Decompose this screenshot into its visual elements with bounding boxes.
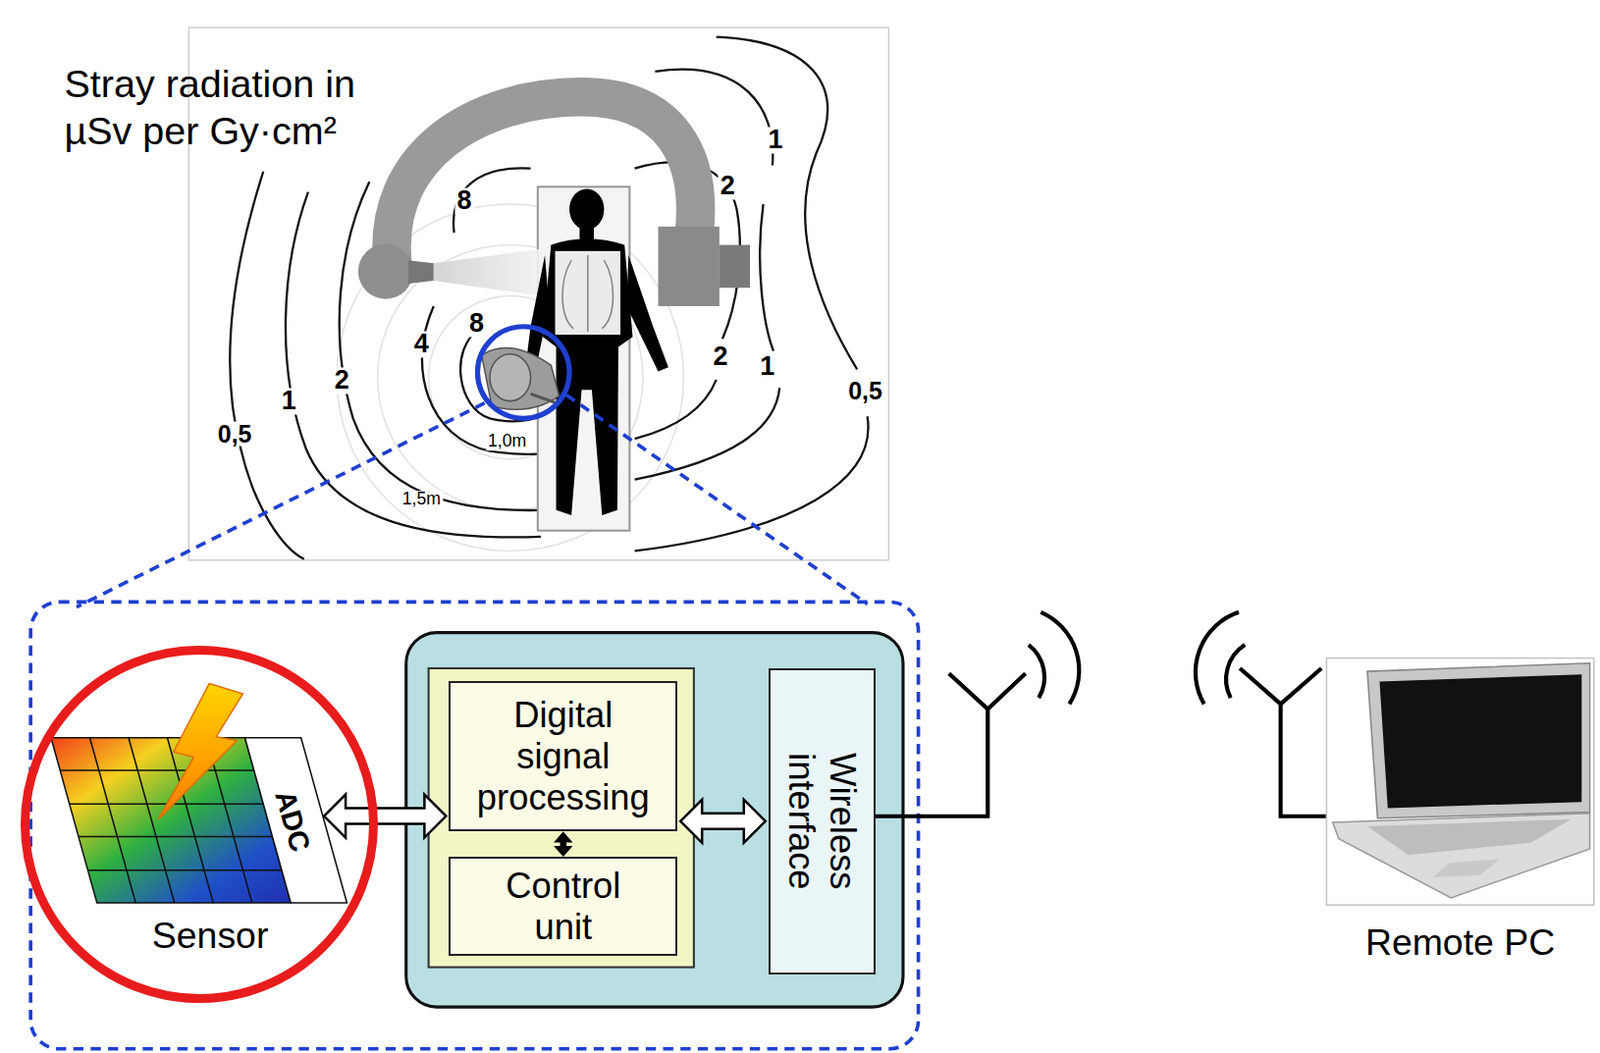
- sensor-array: [51, 684, 347, 905]
- diagram-title: Stray radiation in µSv per Gy·cm²: [63, 60, 411, 155]
- distance-rings: [336, 204, 684, 551]
- process-box: Digital signal processing: [448, 681, 678, 832]
- isodose-value: 8: [467, 310, 486, 337]
- interface-box: Wireless interface: [768, 668, 876, 975]
- sensor-array-part: [59, 738, 282, 904]
- antenna-link-part: [1028, 644, 1045, 698]
- map-frame: [188, 27, 889, 561]
- isodose-lines-part: [229, 171, 305, 560]
- node-text: ADC: [267, 787, 318, 856]
- operator-figure-part: [481, 348, 560, 411]
- isodose-lines-part: [635, 387, 781, 480]
- isodose-value: 4: [412, 331, 431, 359]
- patient-figure-part: [562, 255, 613, 332]
- patient-figure-part: [555, 251, 622, 335]
- patient-figure-part: [569, 188, 604, 230]
- c-arm-part: [719, 245, 750, 289]
- laptop-picture-part: [1379, 674, 1582, 808]
- laptop-picture: [1326, 658, 1594, 907]
- isodose-lines-part: [759, 204, 774, 352]
- isodose-value: 2: [710, 343, 730, 371]
- device-housing: [406, 633, 904, 1009]
- node-text: Remote PC: [1326, 921, 1594, 964]
- isodose-value: 1: [279, 387, 299, 415]
- isodose-lines-part: [635, 379, 717, 439]
- isodose-lines-part: [716, 37, 857, 371]
- computer-node: Remote PC: [1326, 658, 1594, 975]
- laptop-picture-part: [1433, 858, 1501, 878]
- operator-figure: [481, 348, 560, 411]
- isodose-value: 1: [766, 127, 786, 155]
- patient-figure-part: [542, 238, 633, 516]
- zoom-callout-part: [478, 326, 571, 420]
- zoom-callout-part: [76, 394, 868, 607]
- adc-block: ADC: [264, 766, 321, 875]
- isodose-value: 0,5: [215, 421, 255, 446]
- c-arm-part: [658, 226, 720, 307]
- antenna-link-part: [1239, 668, 1327, 817]
- c-arm-part: [391, 97, 696, 268]
- c-arm-part: [408, 260, 434, 284]
- patient-figure-part: [626, 255, 669, 373]
- isodose-lines-part: [453, 167, 532, 233]
- isodose-value: 0,5: [846, 378, 885, 404]
- laptop-picture-part: [1333, 813, 1591, 899]
- isodose-lines-part: [635, 416, 869, 551]
- isodose-value: 2: [718, 173, 738, 201]
- zoom-callout: [30, 326, 918, 1050]
- antenna-link: [875, 612, 1327, 817]
- node-text: Wireless interface: [781, 727, 864, 916]
- patient-figure: [525, 188, 669, 516]
- double-arrow: [680, 800, 766, 844]
- sensor-array-part: [158, 684, 243, 820]
- isodose-value: 8: [454, 187, 474, 214]
- zoom-callout-part: [30, 601, 918, 1049]
- distance-rings-part: [336, 204, 684, 551]
- c-arm-part: [433, 247, 557, 299]
- sensor-circle: Sensor ADC: [20, 645, 378, 1004]
- distance-label: 1,5m: [400, 491, 443, 510]
- isodose-value: 1: [757, 354, 777, 381]
- patient-figure-part: [579, 226, 594, 242]
- operator-figure-part: [489, 354, 532, 402]
- map-frame-part: [188, 27, 889, 561]
- node-text: Digital signal processing: [467, 694, 659, 819]
- node-text: Sensor: [52, 914, 370, 958]
- distance-label: 1,0m: [485, 432, 529, 451]
- c-arm-part: [358, 244, 414, 300]
- antenna-link-part: [1040, 612, 1079, 705]
- device-housing-part: [428, 668, 694, 968]
- control-box: Control unit: [448, 856, 678, 957]
- double-arrow: [323, 795, 446, 839]
- laptop-picture-part: [1367, 819, 1572, 855]
- isodose-value: 2: [332, 367, 352, 394]
- device-housing-part: [406, 633, 904, 1009]
- laptop-picture-part: [1326, 658, 1594, 907]
- antenna-link-part: [875, 673, 1026, 817]
- laptop-picture-part: [1367, 663, 1591, 819]
- node-text: Control unit: [488, 865, 638, 949]
- double-arrow: [556, 833, 571, 855]
